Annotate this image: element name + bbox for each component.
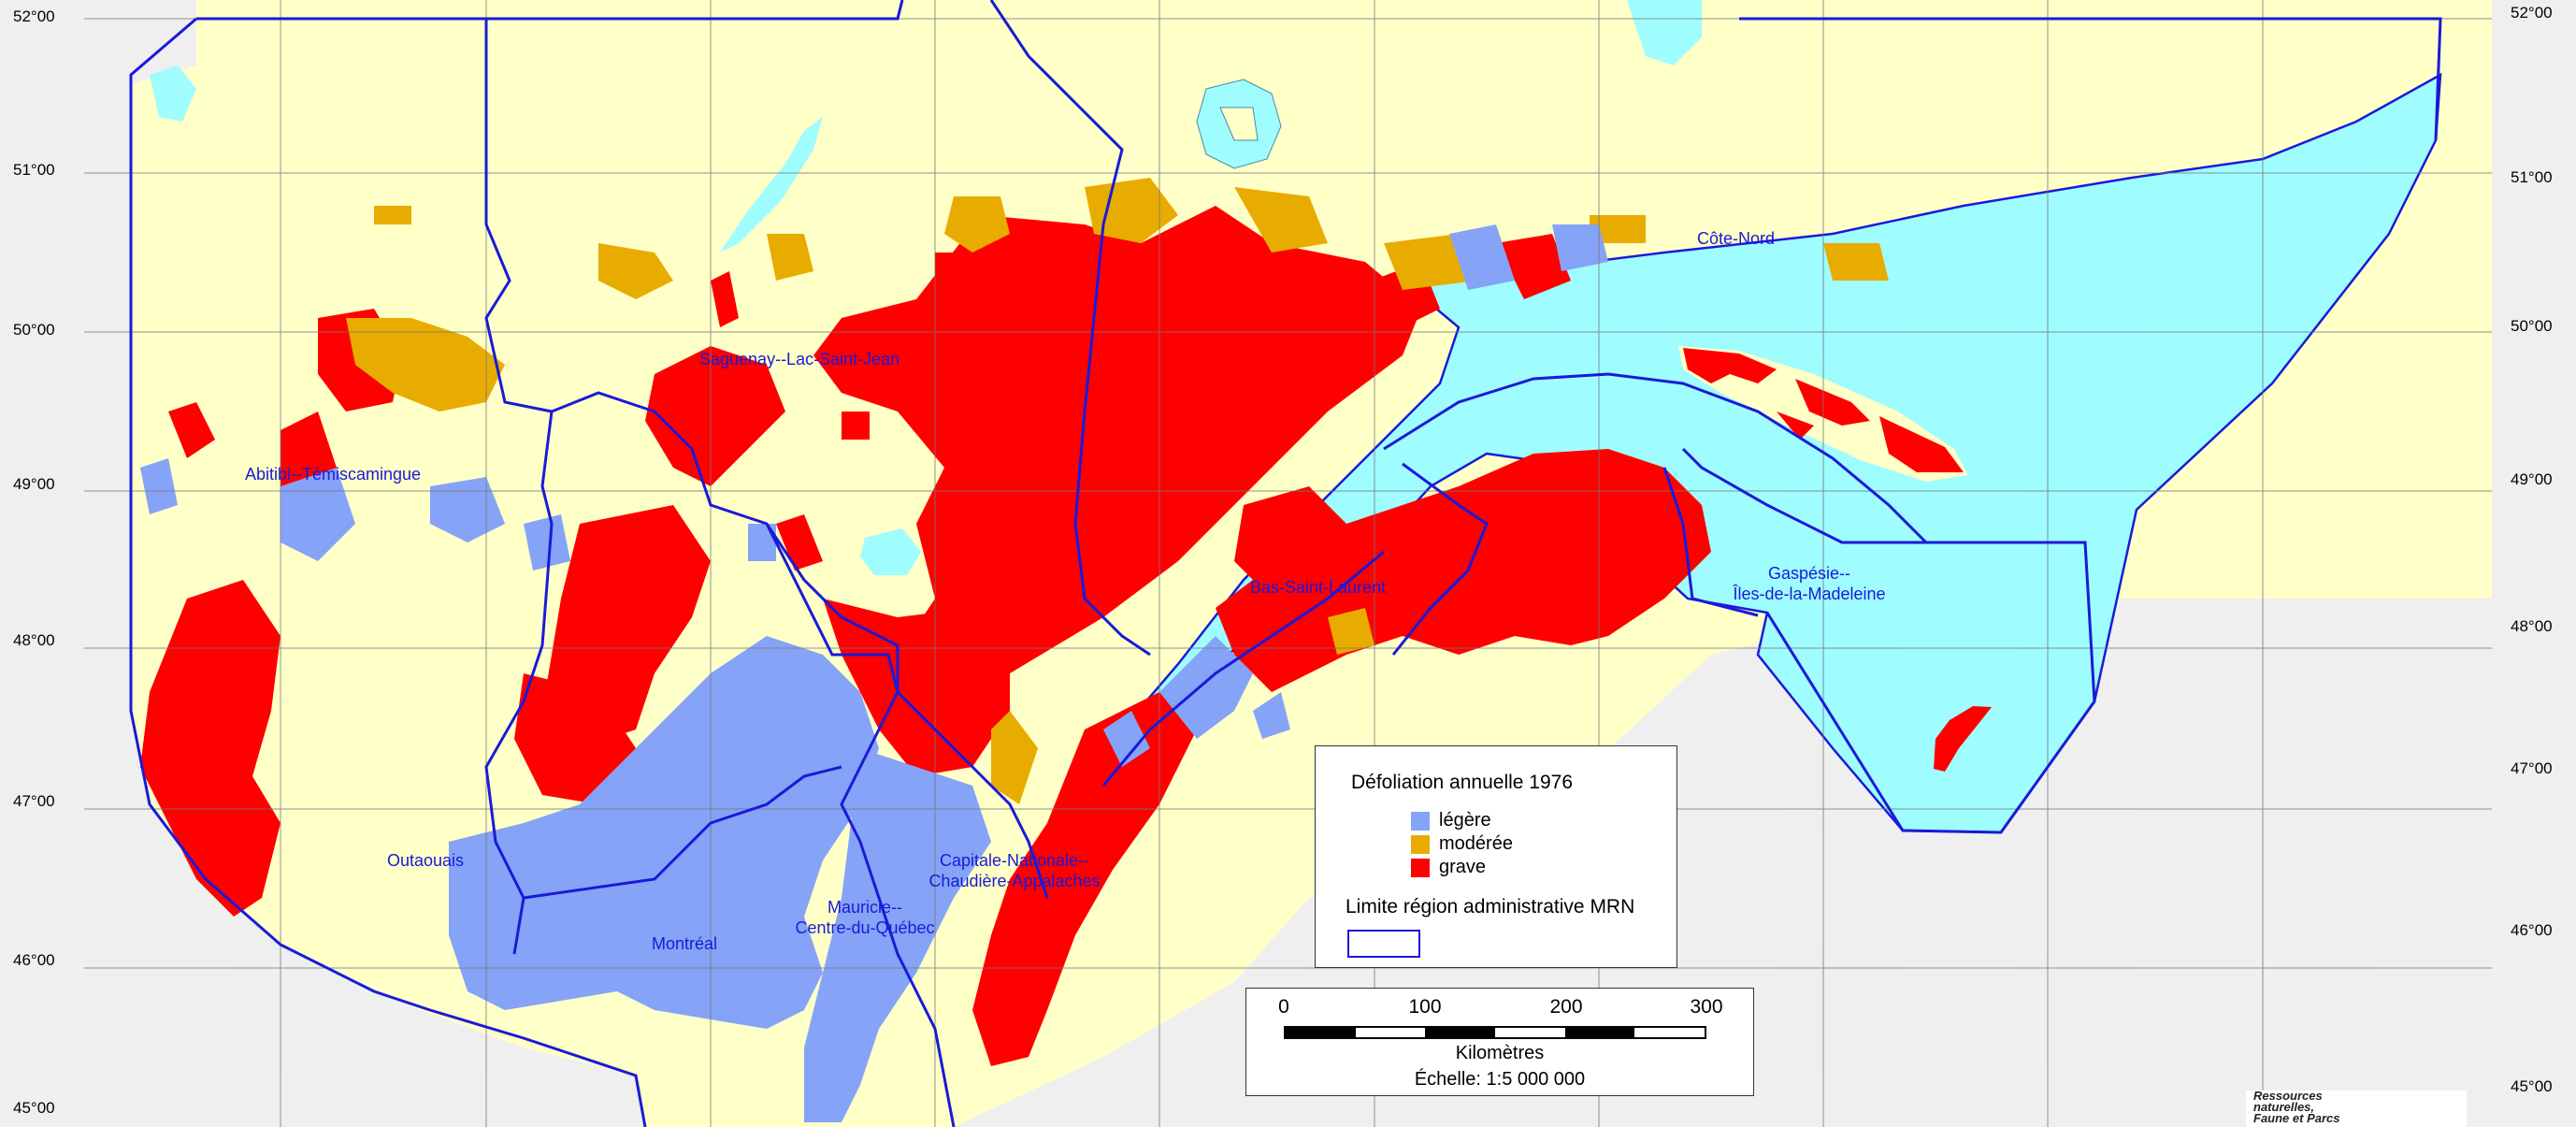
region-label-gaspesie-line1: Gaspésie-- <box>1767 564 1851 583</box>
logo-text: Ressources naturelles, Faune et Parcs <box>2253 1089 2340 1125</box>
region-label-montreal: Montréal <box>652 934 718 953</box>
lat-label-left-49: 49°00 <box>13 475 55 493</box>
lat-label-left-52: 52°00 <box>13 7 55 25</box>
ministry-logo: Ressources naturelles, Faune et Parcs <box>2246 1089 2467 1127</box>
scale-ratio: Échelle: 1:5 000 000 <box>1414 1069 1586 1090</box>
lake-northwest <box>150 65 196 122</box>
lat-label-left-46: 46°00 <box>13 951 55 969</box>
logo-line1: Ressources <box>2253 1089 2323 1103</box>
legend-limit-label: Limite région administrative MRN <box>1346 896 1635 917</box>
scale-tick-300: 300 <box>1690 996 1723 1018</box>
scale-bar: 0 100 200 300 Kilomètres Échelle: 1:5 00… <box>1245 988 1754 1096</box>
lake-mistassini <box>720 117 823 253</box>
region-label-saguenay: Saguenay--Lac-Saint-Jean <box>699 350 900 368</box>
lat-label-left-47: 47°00 <box>13 792 55 810</box>
legend-swatch-grave <box>1411 858 1430 877</box>
legend-item-moderee: modérée <box>1411 833 1513 855</box>
lat-label-right-45: 45°00 <box>2511 1077 2553 1095</box>
region-label-mauricie-line2: Centre-du-Québec <box>795 918 935 937</box>
legend-label-moderee: modérée <box>1439 833 1513 854</box>
legend-label-legere: légère <box>1439 810 1491 831</box>
scale-tick-100: 100 <box>1408 996 1442 1018</box>
lat-label-right-47: 47°00 <box>2511 759 2553 777</box>
outside-area-left <box>84 0 645 1127</box>
lake-saint-jean <box>860 528 921 575</box>
region-label-capitale-line2: Chaudière-Appalaches <box>928 872 1101 890</box>
region-label-capitale-line1: Capitale-Nationale-- <box>939 851 1090 870</box>
region-label-cote-nord: Côte-Nord <box>1697 229 1776 248</box>
scale-tick-200: 200 <box>1549 996 1583 1018</box>
lat-label-left-50: 50°00 <box>13 321 55 339</box>
logo-line3: Faune et Parcs <box>2253 1111 2340 1125</box>
defoliation-grave <box>140 206 1711 1066</box>
region-label-gaspesie: Gaspésie-- Îles-de-la-Madeleine <box>1730 563 1889 604</box>
logo-line2: naturelles, <box>2253 1100 2315 1114</box>
lat-label-left-48: 48°00 <box>13 631 55 649</box>
region-label-outaouais: Outaouais <box>387 851 465 870</box>
gulf-water <box>1091 72 2442 834</box>
lat-label-right-48: 48°00 <box>2511 617 2553 635</box>
hudson-bay-inlet <box>1627 0 1702 65</box>
lat-label-left-45: 45°00 <box>13 1099 55 1117</box>
lat-label-right-52: 52°00 <box>2511 4 2553 22</box>
legend-title: Défoliation annuelle 1976 <box>1351 772 1574 793</box>
scale-graphic <box>1284 1026 1706 1039</box>
legend-item-legere: légère <box>1411 810 1491 831</box>
scale-unit: Kilomètres <box>1455 1043 1545 1063</box>
lat-label-right-51: 51°00 <box>2511 168 2553 186</box>
scale-tick-0: 0 <box>1278 996 1289 1018</box>
legend-limit-swatch <box>1347 930 1420 958</box>
region-label-abitibi: Abitibi--Témiscamingue <box>245 465 422 484</box>
region-label-bas-saint-laurent: Bas-Saint-Laurent <box>1250 578 1387 597</box>
lat-label-right-46: 46°00 <box>2511 921 2553 939</box>
lat-label-left-51: 51°00 <box>13 161 55 179</box>
map-legend: Défoliation annuelle 1976 légère modérée… <box>1315 745 1677 968</box>
defoliation-moderee <box>346 178 1889 804</box>
region-label-capitale-nationale: Capitale-Nationale-- Chaudière-Appalache… <box>921 850 1108 891</box>
legend-swatch-moderee <box>1411 834 1430 854</box>
admin-boundaries <box>129 0 2442 1127</box>
legend-label-grave: grave <box>1439 857 1487 877</box>
lake-manicouagan <box>1196 79 1282 169</box>
region-label-mauricie: Mauricie-- Centre-du-Québec <box>785 897 944 938</box>
legend-item-grave: grave <box>1411 857 1486 878</box>
region-label-mauricie-line1: Mauricie-- <box>827 898 902 917</box>
lat-label-right-49: 49°00 <box>2511 470 2553 488</box>
legend-swatch-legere <box>1411 811 1430 831</box>
lat-label-right-50: 50°00 <box>2511 317 2553 335</box>
defoliation-legere <box>140 224 1608 1122</box>
region-label-gaspesie-line2: Îles-de-la-Madeleine <box>1733 585 1886 603</box>
graticule <box>84 0 2492 1127</box>
magdalen-islands <box>1934 706 1992 772</box>
